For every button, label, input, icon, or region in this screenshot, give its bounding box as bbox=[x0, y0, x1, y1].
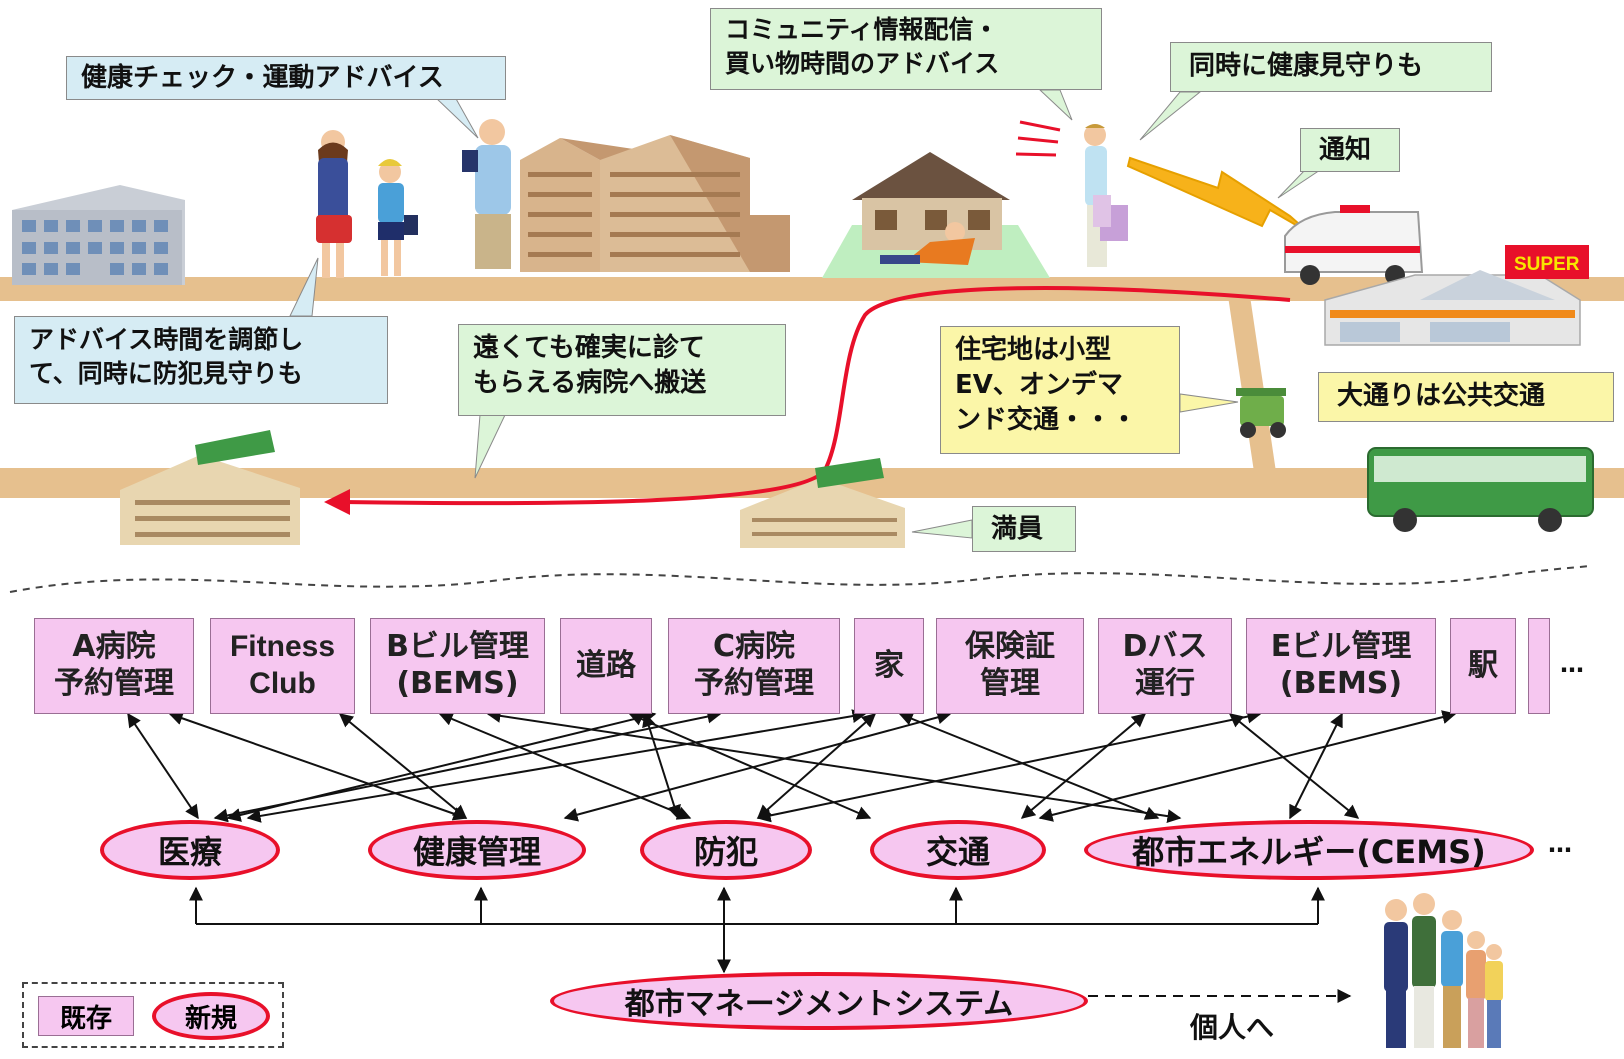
elderly-man-figure bbox=[462, 119, 511, 269]
system-e-building-bems: Eビル管理(BEMS) bbox=[1246, 618, 1436, 714]
service-label: 都市エネルギー(CEMS) bbox=[1132, 833, 1486, 871]
people-group bbox=[1384, 893, 1503, 1048]
callout-public-transit-text: 大通りは公共交通 bbox=[1337, 381, 1546, 411]
system-d-bus-operation: Dバス運行 bbox=[1098, 618, 1232, 714]
callout-notify-text: 通知 bbox=[1319, 135, 1372, 165]
callout-community-info-line1: コミュニティ情報配信・ bbox=[725, 15, 999, 44]
supermarket: SUPER bbox=[1324, 245, 1589, 346]
callout-community-info-line2: 買い物時間のアドバイス bbox=[725, 48, 1000, 78]
legend-existing-label: 既存 bbox=[59, 1003, 112, 1034]
system-a-hospital-booking: A病院予約管理 bbox=[34, 618, 194, 714]
system-label-line2: 運行 bbox=[1135, 666, 1195, 701]
connector-road bbox=[1228, 296, 1276, 472]
callout-hospital-transport-line2: もらえる病院へ搬送 bbox=[473, 368, 707, 399]
system-label-line1: C病院 bbox=[712, 629, 796, 665]
wavy-separator bbox=[9, 565, 1591, 593]
service-health-management: 健康管理 bbox=[368, 820, 586, 880]
house-scene bbox=[822, 152, 1050, 278]
system-more-stub bbox=[1528, 618, 1550, 714]
signal-waves bbox=[1015, 120, 1061, 157]
system-label-line2: 管理 bbox=[980, 666, 1040, 701]
system-label-line2: 予約管理 bbox=[54, 666, 174, 701]
callout-pointers bbox=[289, 89, 1322, 539]
system-home: 家 bbox=[854, 618, 924, 714]
ambulance-route bbox=[341, 286, 1291, 506]
hospital-center bbox=[740, 458, 905, 548]
mother-and-child-figures bbox=[316, 130, 418, 278]
legend-new-label: 新規 bbox=[184, 1003, 237, 1034]
systems-ellipsis: … bbox=[1560, 650, 1584, 678]
callout-full-text: 満員 bbox=[991, 514, 1044, 544]
legend-new: 新規 bbox=[152, 992, 270, 1040]
ambulance bbox=[1284, 205, 1424, 285]
service-label: 健康管理 bbox=[412, 833, 541, 871]
callout-hospital-transport-line1: 遠くても確実に診て bbox=[473, 333, 705, 363]
service-crime-prevention: 防犯 bbox=[640, 820, 812, 880]
legend-existing: 既存 bbox=[38, 996, 134, 1036]
hospital-left bbox=[120, 430, 300, 545]
callout-health-check: 健康チェック・運動アドバイス bbox=[66, 56, 506, 100]
callout-advice-time-line2: て、同時に防犯見守りも bbox=[29, 358, 303, 388]
callout-full: 満員 bbox=[972, 506, 1076, 552]
woman-shopping-figure bbox=[1084, 124, 1128, 267]
service-medical: 医療 bbox=[100, 820, 280, 880]
callout-health-check-text: 健康チェック・運動アドバイス bbox=[81, 63, 444, 93]
callout-community-info: コミュニティ情報配信・ 買い物時間のアドバイス bbox=[710, 8, 1102, 90]
city-management-system: 都市マネージメントシステム bbox=[550, 972, 1088, 1030]
system-label-line2: (BEMS) bbox=[1279, 666, 1403, 701]
callout-hospital-transport: 遠くても確実に診て もらえる病院へ搬送 bbox=[458, 324, 786, 416]
to-individual-label: 個人へ bbox=[1190, 1011, 1275, 1044]
services-ellipsis: … bbox=[1548, 830, 1572, 858]
system-label-line1: 駅 bbox=[1468, 647, 1498, 683]
system-label-line2: Club bbox=[249, 667, 316, 700]
store-sign: SUPER bbox=[1514, 254, 1580, 275]
service-transport: 交通 bbox=[870, 820, 1046, 880]
system-label-line1: 保険証 bbox=[965, 629, 1055, 665]
callout-small-ev-line2: EV、オンデマ bbox=[955, 370, 1123, 401]
platform-label: 都市マネージメントシステム bbox=[624, 987, 1014, 1022]
callout-health-watch-text: 同時に健康見守りも bbox=[1189, 51, 1424, 81]
system-label-line2: (BEMS) bbox=[396, 666, 519, 701]
service-label: 交通 bbox=[925, 833, 990, 871]
callout-advice-time: アドバイス時間を調節し て、同時に防犯見守りも bbox=[14, 316, 388, 404]
apartment-buildings bbox=[520, 135, 790, 272]
callout-health-watch: 同時に健康見守りも bbox=[1170, 42, 1492, 92]
system-b-building-bems: Bビル管理(BEMS) bbox=[370, 618, 545, 714]
callout-small-ev-line3: ンド交通・・・ bbox=[955, 405, 1138, 436]
system-label-line1: Eビル管理 bbox=[1270, 629, 1412, 665]
system-service-links bbox=[127, 708, 1457, 824]
route-arrowhead bbox=[324, 489, 350, 515]
system-label-line1: Fitness bbox=[229, 630, 336, 664]
legend: 既存 新規 bbox=[22, 982, 284, 1048]
system-label-line1: 道路 bbox=[576, 647, 636, 683]
callout-notify: 通知 bbox=[1300, 128, 1400, 172]
small-ev bbox=[1236, 388, 1286, 438]
service-label: 防犯 bbox=[693, 833, 758, 871]
system-label-line1: A病院 bbox=[72, 629, 156, 665]
system-c-hospital-booking: C病院予約管理 bbox=[668, 618, 840, 714]
system-road: 道路 bbox=[560, 618, 652, 714]
callout-advice-time-line1: アドバイス時間を調節し bbox=[29, 325, 304, 354]
city-illustration: SUPER bbox=[0, 89, 1624, 593]
office-building bbox=[12, 185, 185, 285]
service-city-energy-cems: 都市エネルギー(CEMS) bbox=[1084, 820, 1534, 880]
system-insurance-card: 保険証管理 bbox=[936, 618, 1084, 714]
system-label-line2: 予約管理 bbox=[694, 666, 814, 701]
system-label-line1: Dバス bbox=[1122, 629, 1208, 665]
system-label-line1: Bビル管理 bbox=[386, 629, 529, 665]
callout-small-ev: 住宅地は小型 EV、オンデマ ンド交通・・・ bbox=[940, 326, 1180, 454]
platform-bus bbox=[189, 886, 1352, 1003]
callout-small-ev-line1: 住宅地は小型 bbox=[955, 335, 1112, 365]
system-label-line1: 家 bbox=[874, 647, 904, 683]
bus bbox=[1367, 447, 1594, 532]
system-station: 駅 bbox=[1450, 618, 1516, 714]
callout-public-transit: 大通りは公共交通 bbox=[1318, 372, 1614, 422]
service-label: 医療 bbox=[157, 833, 222, 871]
